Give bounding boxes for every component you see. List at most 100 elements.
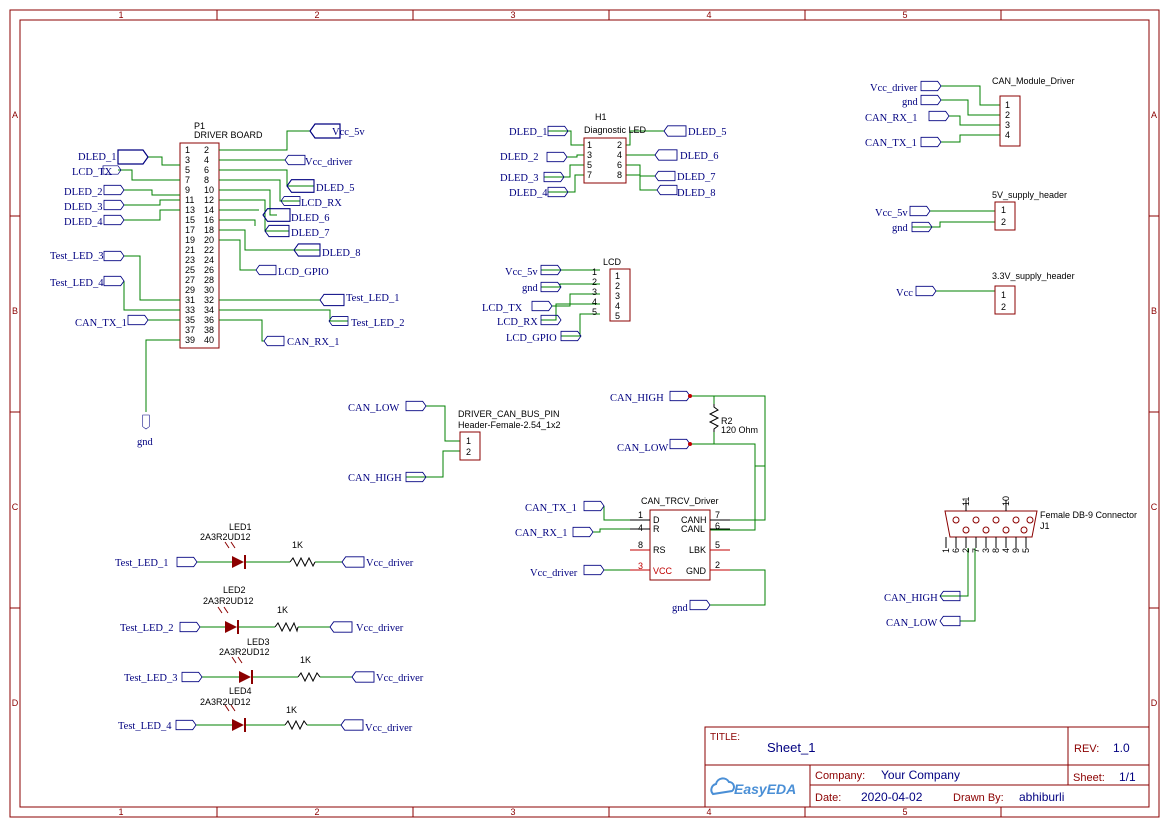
svg-text:4: 4 <box>638 523 643 533</box>
p1-pin-number: 4 <box>204 155 209 165</box>
can-bus-pin-header[interactable]: DRIVER_CAN_BUS_PIN Header-Female-2.54_1x… <box>458 409 561 461</box>
p1-pin-number: 7 <box>185 175 190 185</box>
drawing-frame <box>9 9 1160 818</box>
frame-labels: 1 2 3 4 5 1 2 3 4 5 A B C D A B C D <box>12 10 1158 817</box>
p1-name: DRIVER BOARD <box>194 130 263 140</box>
svg-text:LED1: LED1 <box>229 522 252 532</box>
p1-pin-number: 27 <box>185 275 195 285</box>
supply-5v-header[interactable]: 5V_supply_header 1 2 <box>992 190 1067 231</box>
p1-pin-number: 1 <box>185 145 190 155</box>
pin-number: 8 <box>617 170 622 180</box>
col-label: 1 <box>118 807 123 817</box>
net-test_led_1: Test_LED_1 <box>346 293 400 304</box>
p1-pin-number: 38 <box>204 325 214 335</box>
net-test_led_1: Test_LED_1 <box>115 558 169 569</box>
net-lcd_gpio: LCD_GPIO <box>506 333 557 344</box>
can-module-connector[interactable]: CAN_Module_Driver 1 2 3 4 <box>992 76 1075 147</box>
net-test_led_2: Test_LED_2 <box>351 318 405 329</box>
svg-text:2A3R2UD12: 2A3R2UD12 <box>200 532 251 542</box>
svg-text:5: 5 <box>715 540 720 550</box>
p1-pin-number: 6 <box>204 165 209 175</box>
net-dled_6: DLED_6 <box>291 213 330 224</box>
h1-connector[interactable]: H1 Diagnostic LED 1 3 5 7 2 4 6 8 <box>583 112 647 184</box>
supply-3v3-header[interactable]: 3.3V_supply_header 1 2 <box>992 271 1075 315</box>
svg-text:10: 10 <box>1001 496 1011 506</box>
row-label: B <box>12 306 18 316</box>
p1-pin-number: 8 <box>204 175 209 185</box>
svg-text:8: 8 <box>638 540 643 550</box>
net-gnd: gnd <box>892 223 909 234</box>
net-can_low: CAN_LOW <box>617 443 668 454</box>
svg-text:120 Ohm: 120 Ohm <box>721 425 758 435</box>
can-module-name: CAN_Module_Driver <box>992 76 1075 86</box>
svg-text:4: 4 <box>592 297 597 307</box>
col-label: 3 <box>510 10 515 20</box>
lcd-ref: LCD <box>603 257 622 267</box>
svg-text:abhiburli: abhiburli <box>1019 790 1064 804</box>
net-can_high: CAN_HIGH <box>348 473 402 484</box>
svg-text:3.3V_supply_header: 3.3V_supply_header <box>992 271 1075 281</box>
net-dled_1: DLED_1 <box>78 152 117 163</box>
p1-pin-number: 39 <box>185 335 195 345</box>
svg-text:Your Company: Your Company <box>881 768 960 782</box>
p1-pin-number: 2 <box>204 145 209 155</box>
svg-text:2: 2 <box>1001 302 1006 312</box>
net-can_tx_1: CAN_TX_1 <box>865 138 917 149</box>
svg-text:VCC: VCC <box>653 566 673 576</box>
svg-text:3: 3 <box>638 561 643 571</box>
svg-text:R: R <box>653 524 660 534</box>
col-label: 2 <box>314 807 319 817</box>
p1-pin-number: 10 <box>204 185 214 195</box>
p1-connector[interactable]: P1 DRIVER BOARD 135791113151719212325272… <box>179 121 263 349</box>
net-vcc_driver: Vcc_driver <box>305 157 353 168</box>
col-label: 3 <box>510 807 515 817</box>
net-vcc_5v: Vcc_5v <box>505 267 538 278</box>
net-gnd: gnd <box>672 603 689 614</box>
net-dled_6: DLED_6 <box>680 151 719 162</box>
svg-text:3: 3 <box>1005 120 1010 130</box>
svg-text:1: 1 <box>1001 290 1006 300</box>
svg-text:4: 4 <box>615 301 620 311</box>
r2-resistor[interactable]: R2 120 Ohm <box>688 394 758 446</box>
net-dled_7: DLED_7 <box>291 228 330 239</box>
svg-text:Drawn By:: Drawn By: <box>953 792 1004 804</box>
net-vcc_driver: Vcc_driver <box>365 723 413 734</box>
net-dled_1: DLED_1 <box>509 127 548 138</box>
svg-text:6: 6 <box>715 521 720 531</box>
db9-connector[interactable]: Female DB-9 Connector J1 1 6 2 7 3 8 4 9… <box>941 496 1137 553</box>
net-dled_4: DLED_4 <box>64 217 103 228</box>
row-label: C <box>1151 502 1158 512</box>
p1-pin-number: 12 <box>204 195 214 205</box>
svg-text:GND: GND <box>686 566 707 576</box>
p1-pin-number: 9 <box>185 185 190 195</box>
col-label: 5 <box>902 10 907 20</box>
wires <box>118 85 1000 726</box>
net-dled_2: DLED_2 <box>64 187 103 198</box>
col-label: 2 <box>314 10 319 20</box>
p1-pin-number: 34 <box>204 305 214 315</box>
net-vcc: Vcc <box>896 288 913 299</box>
p1-pin-number: 17 <box>185 225 195 235</box>
svg-text:4: 4 <box>1005 130 1010 140</box>
p1-pin-number: 28 <box>204 275 214 285</box>
p1-pin-number: 32 <box>204 295 214 305</box>
net-lcd_tx: LCD_TX <box>482 303 523 314</box>
svg-text:1: 1 <box>1005 100 1010 110</box>
net-lcd_gpio: LCD_GPIO <box>278 267 329 278</box>
net-lcd_rx: LCD_RX <box>497 317 538 328</box>
net-dled_5: DLED_5 <box>316 183 355 194</box>
net-lcd_tx: LCD_TX <box>72 167 113 178</box>
svg-text:4: 4 <box>1001 548 1011 553</box>
p1-pin-number: 31 <box>185 295 195 305</box>
row-label: A <box>12 110 18 120</box>
pin-number: 5 <box>587 160 592 170</box>
net-gnd: gnd <box>522 283 539 294</box>
svg-text:1K: 1K <box>292 540 303 550</box>
net-vcc_5v: Vcc_5v <box>875 208 908 219</box>
svg-text:5: 5 <box>592 307 597 317</box>
